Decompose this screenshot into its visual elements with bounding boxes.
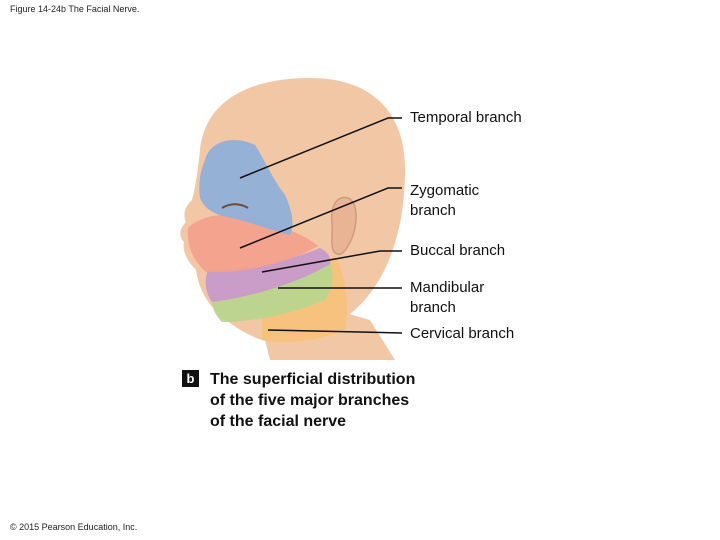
- label-zygomatic-branch: Zygomatic branch: [410, 181, 570, 221]
- temporal-zone: [199, 140, 293, 235]
- leader-buccal: [261, 250, 402, 273]
- label-temporal-branch: Temporal branch: [410, 108, 570, 128]
- caption-line-3: of the facial nerve: [210, 413, 347, 430]
- label-temporal-line-1: Temporal branch: [410, 109, 522, 126]
- eye-icon: [221, 203, 249, 209]
- label-mandibular-line-1: Mandibular: [410, 279, 485, 296]
- label-zygomatic-line-2: branch: [410, 202, 456, 219]
- label-cervical-branch: Cervical branch: [410, 324, 570, 344]
- label-zygomatic-line-1: Zygomatic: [410, 182, 480, 199]
- buccal-zone: [205, 248, 331, 302]
- label-buccal-line-1: Buccal branch: [410, 242, 506, 259]
- caption-line-1: The superficial distribution: [210, 371, 416, 388]
- label-mandibular-branch: Mandibular branch: [410, 278, 570, 318]
- leader-zygomatic: [239, 187, 402, 249]
- leader-lines: [239, 117, 403, 334]
- copyright-notice: © 2015 Pearson Education, Inc.: [10, 522, 138, 532]
- label-mandibular-line-2: branch: [410, 299, 456, 316]
- leader-temporal: [239, 117, 402, 179]
- leader-cervical: [267, 329, 403, 334]
- figure-caption: The superficial distribution of the five…: [210, 369, 470, 432]
- label-cervical-line-1: Cervical branch: [410, 325, 515, 342]
- figure-title: Figure 14-24b The Facial Nerve.: [10, 4, 140, 14]
- caption-line-2: of the five major branches: [210, 392, 410, 409]
- ear: [330, 196, 357, 256]
- caption-badge: b: [182, 370, 199, 387]
- label-buccal-branch: Buccal branch: [410, 241, 570, 261]
